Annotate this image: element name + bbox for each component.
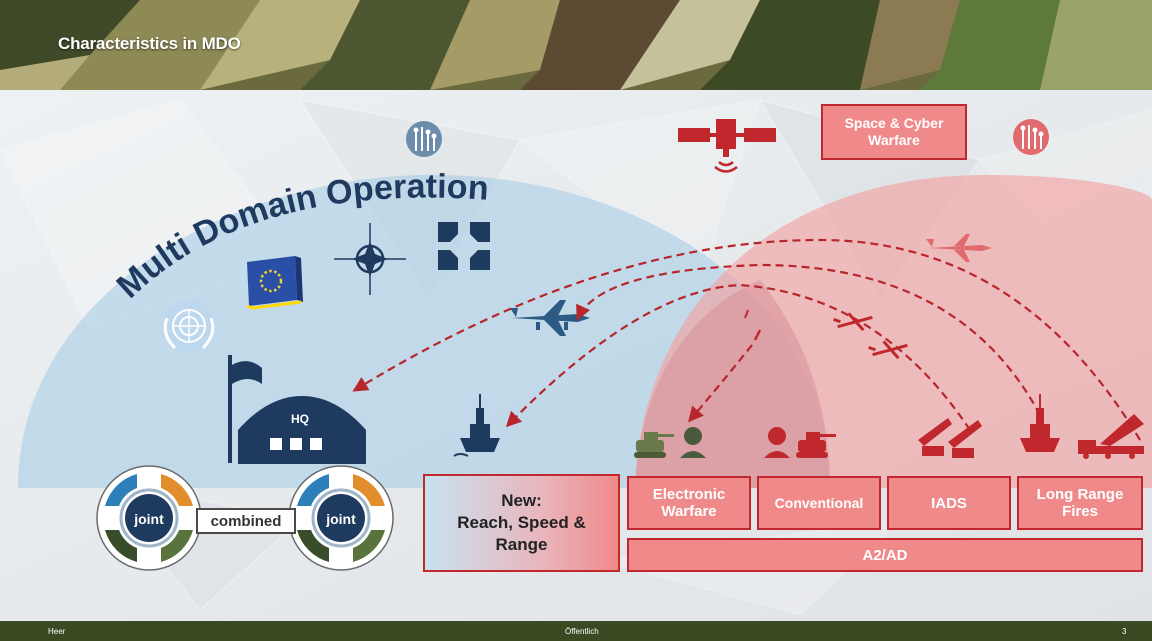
drone-icon [833, 312, 873, 332]
air-defense-launcher-icon [918, 418, 982, 458]
adversary-jet-icon [926, 234, 992, 262]
bundeswehr-cross-icon [438, 222, 490, 270]
attack-arc-hq [352, 238, 1141, 441]
space-cyber-warfare-box: Space & Cyber Warfare [821, 104, 967, 160]
tank-icon [796, 432, 836, 458]
footer: Heer Öffentlich 3 [0, 621, 1152, 641]
nato-icon [334, 223, 406, 295]
hq-label: HQ [291, 412, 309, 426]
tank-icon [634, 432, 674, 458]
soldier-icon [764, 427, 790, 458]
satellite-icon [678, 119, 776, 173]
a2ad-box: A2/AD [627, 538, 1143, 572]
new-capabilities-box: New: Reach, Speed & Range [423, 474, 620, 572]
cyber-icon-adversary [1013, 119, 1049, 155]
drone-icon [868, 340, 908, 360]
adversary-ship-icon [1020, 394, 1060, 452]
new-box-body: Reach, Speed & Range [457, 513, 586, 554]
joint-emblem-right [288, 465, 394, 571]
un-icon [163, 300, 215, 352]
page-title: Characteristics in MDO [58, 34, 241, 53]
friendly-zone [18, 174, 830, 488]
conventional-box: Conventional [757, 476, 881, 530]
iads-box: IADS [887, 476, 1011, 530]
footer-left: Heer [48, 627, 66, 636]
friendly-jet-icon [510, 300, 590, 336]
combined-label: combined [196, 508, 296, 534]
attack-arc-ship [505, 283, 971, 431]
soldier-icon [680, 427, 706, 458]
joint-label-right: joint [325, 511, 356, 527]
eu-flag-icon [246, 256, 303, 310]
joint-label-left: joint [133, 511, 164, 527]
new-box-title: New: [501, 491, 542, 510]
long-range-fires-box: Long Range Fires [1017, 476, 1143, 530]
attack-arc-jet [576, 263, 1041, 416]
joint-emblem-left [96, 465, 202, 571]
friendly-ship-icon [453, 394, 500, 457]
cyber-icon-friendly [406, 121, 442, 157]
header-camouflage [0, 0, 1152, 90]
attack-arcs [352, 238, 1141, 441]
page-number: 3 [1122, 627, 1127, 636]
missile-streak-icon [744, 309, 762, 341]
rocket-launcher-icon [1078, 414, 1144, 459]
hq-icon [228, 355, 366, 464]
footer-center: Öffentlich [565, 627, 599, 636]
electronic-warfare-box: Electronic Warfare [627, 476, 751, 530]
